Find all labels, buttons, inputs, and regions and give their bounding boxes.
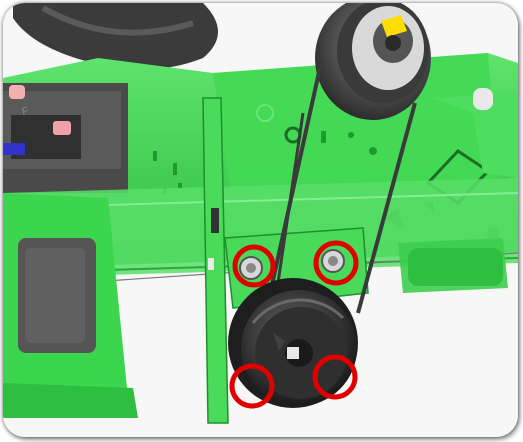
highlight-circle-lower-right	[312, 354, 358, 400]
highlight-circle-upper-left	[232, 244, 276, 288]
drive-belt	[266, 62, 417, 314]
image-frame: F	[3, 3, 518, 437]
bottom-pulley-icon	[228, 278, 358, 408]
mower-chassis-illustration: F	[3, 3, 518, 437]
highlight-circle-lower-left	[229, 363, 275, 409]
top-left-wheel	[13, 3, 218, 70]
top-pulley-icon	[315, 3, 431, 120]
battery-icon: F	[3, 83, 128, 193]
left-side-panel	[3, 193, 138, 418]
svg-text:F: F	[21, 106, 30, 118]
highlight-circle-upper-right	[313, 240, 359, 286]
bolts	[239, 249, 345, 280]
highlight-markers	[229, 240, 359, 409]
vertical-post	[202, 97, 229, 424]
